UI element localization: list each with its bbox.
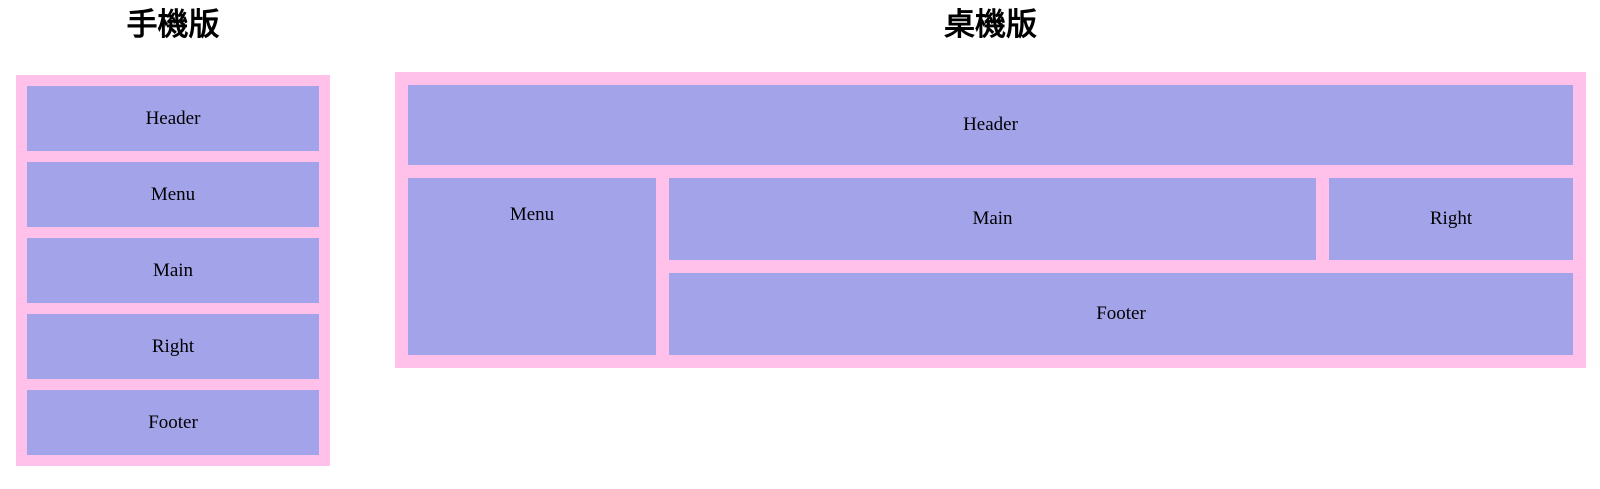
mobile-right-box: Right: [27, 314, 319, 379]
desktop-layout-title: 桌機版: [944, 7, 1037, 43]
mobile-main-box: Main: [27, 238, 319, 303]
desktop-menu-box: Menu: [408, 178, 656, 355]
mobile-layout-container: Header Menu Main Right Footer: [16, 75, 330, 466]
mobile-footer-box: Footer: [27, 390, 319, 455]
desktop-right-box: Right: [1329, 178, 1573, 260]
desktop-header-box: Header: [408, 85, 1573, 165]
mobile-header-box: Header: [27, 86, 319, 151]
mobile-menu-box: Menu: [27, 162, 319, 227]
desktop-footer-box: Footer: [669, 273, 1573, 355]
desktop-main-box: Main: [669, 178, 1316, 260]
desktop-layout-container: Header Menu Main Right Footer: [395, 72, 1586, 368]
mobile-layout-title: 手機版: [126, 7, 220, 43]
